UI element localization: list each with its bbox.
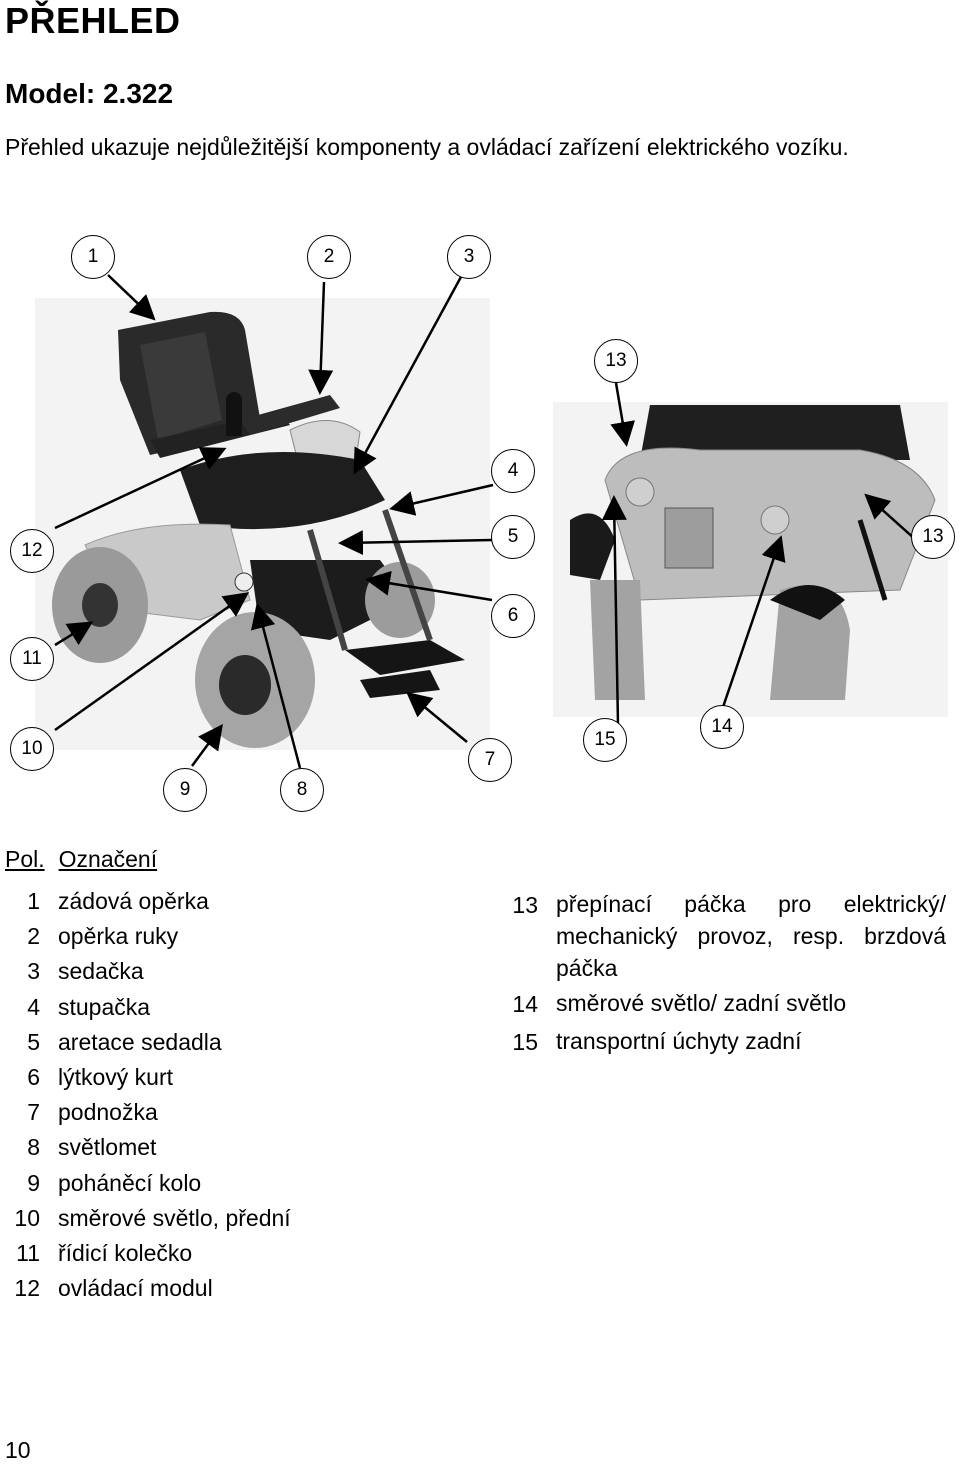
callout-13b: 13 [911,515,955,559]
callout-2: 2 [307,235,351,279]
legend-header: Pol. Označení [5,846,157,873]
model-heading: Model: 2.322 [5,78,174,109]
page-title: PŘEHLED [5,0,181,41]
callout-8: 8 [280,768,324,812]
legend-col-label: Označení [58,846,158,872]
callout-7: 7 [468,738,512,782]
callout-10: 10 [10,727,54,771]
callout-6: 6 [491,594,535,638]
callout-5: 5 [491,515,535,559]
callout-4: 4 [491,449,535,493]
intro-text: Přehled ukazuje nejdůležitější komponent… [5,134,849,160]
callout-12: 12 [10,529,54,573]
callout-9: 9 [163,768,207,812]
callout-1: 1 [71,235,115,279]
callout-14: 14 [700,705,744,749]
wheelchair-figure [35,274,948,769]
page-number: 10 [5,1437,31,1463]
callout-3: 3 [447,235,491,279]
legend-col-pos: Pol. [5,846,45,872]
callout-15: 15 [583,718,627,762]
wheelchair-rear-photo [553,402,948,717]
callout-13: 13 [594,339,638,383]
callout-11: 11 [10,637,54,681]
wheelchair-front-photo [35,298,490,750]
leader-lines [54,274,917,769]
